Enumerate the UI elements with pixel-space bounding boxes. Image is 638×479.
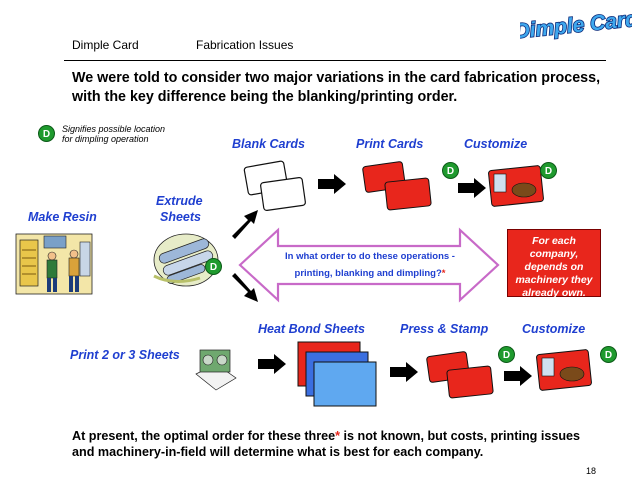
- note-line-4: machinery they: [515, 274, 593, 286]
- branch-arrows: [226, 204, 266, 308]
- note-line-2: company,: [529, 248, 579, 260]
- conclusion-part-2: is not known, but costs, printing issues…: [72, 429, 581, 459]
- arrow-heatbond-to-press: [390, 362, 420, 382]
- conclusion-part-1: At present, the optimal order for these …: [72, 429, 336, 443]
- arrow-print-to-customize: [458, 178, 488, 198]
- legend-dimple-marker: D: [38, 125, 55, 142]
- svg-text:Dimple Card: Dimple Card: [520, 7, 632, 43]
- arrow-print-to-heatbond: [258, 354, 288, 374]
- dimple-marker-customize-bottom: D: [600, 346, 617, 363]
- label-blank-cards: Blank Cards: [232, 137, 305, 151]
- label-print-cards: Print Cards: [356, 137, 424, 151]
- printing-press-image: [190, 340, 240, 394]
- label-make-resin: Make Resin: [28, 210, 97, 224]
- note-line-5: already own.: [522, 287, 586, 299]
- extruder-image: [150, 228, 224, 290]
- press-stamp-cards-image: [424, 350, 500, 402]
- header-section: Dimple Card: [72, 38, 139, 52]
- question-star: *: [441, 268, 446, 279]
- conclusion-star: *: [335, 429, 341, 443]
- arrow-press-to-customize: [504, 366, 534, 386]
- dimple-marker-press: D: [498, 346, 515, 363]
- dimple-card-logo: Dimple Card: [513, 2, 638, 46]
- note-line-1: For each: [532, 235, 576, 247]
- label-press-stamp: Press & Stamp: [400, 322, 489, 336]
- resin-workers-image: [14, 230, 94, 298]
- label-print-sheets: Print 2 or 3 Sheets: [70, 348, 180, 362]
- intro-text: We were told to consider two major varia…: [72, 70, 601, 105]
- dimple-marker-extrude: D: [205, 258, 222, 275]
- legend-text: Signifies possible location for dimpling…: [62, 124, 165, 144]
- page-number: 18: [585, 466, 596, 476]
- label-heat-bond: Heat Bond Sheets: [258, 322, 365, 336]
- question-double-arrow: [238, 226, 500, 304]
- label-extrude-2: Sheets: [160, 210, 201, 224]
- custom-card-bottom-image: [534, 348, 594, 396]
- note-line-3: depends on: [524, 261, 584, 273]
- machinery-note: For each company, depends on machinery t…: [507, 229, 601, 299]
- legend-line-2: for dimpling operation: [62, 134, 149, 144]
- dimple-marker-customize-top: D: [540, 162, 557, 179]
- question-line-1: In what order to do these operations -: [285, 251, 455, 262]
- label-customize-bottom: Customize: [522, 322, 586, 336]
- label-extrude-1: Extrude: [156, 194, 203, 208]
- print-cards-image: [356, 160, 442, 216]
- conclusion-text: At present, the optimal order for these …: [72, 428, 602, 460]
- header-topic: Fabrication Issues: [196, 38, 294, 52]
- legend-line-1: Signifies possible location: [62, 124, 166, 134]
- arrow-blank-to-print: [318, 174, 348, 194]
- question-line-2: printing, blanking and dimpling?: [294, 268, 442, 279]
- heat-bond-sheets-image: [296, 340, 382, 412]
- label-customize-top: Customize: [464, 137, 528, 151]
- blank-cards-image: [240, 160, 312, 216]
- question-text: In what order to do these operations - p…: [270, 248, 470, 282]
- custom-card-top-image: [486, 164, 546, 212]
- dimple-marker-print: D: [442, 162, 459, 179]
- header-rule: [64, 60, 606, 61]
